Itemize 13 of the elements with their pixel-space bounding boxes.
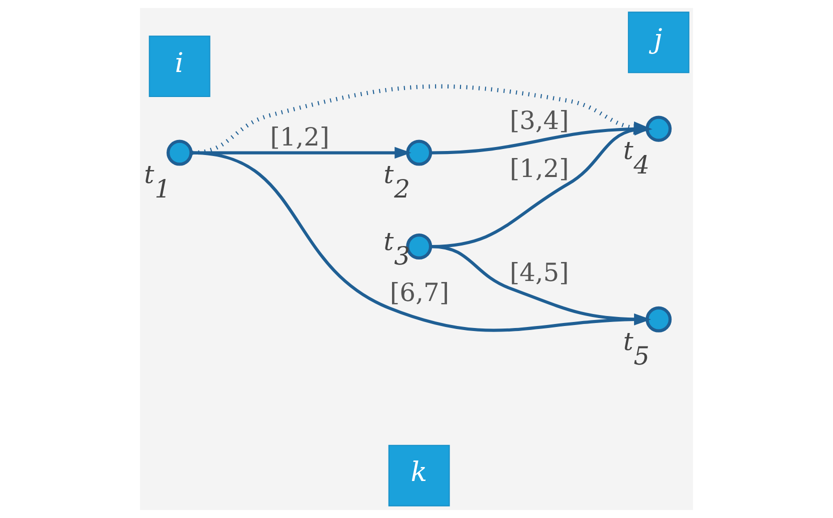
node-circle: [166, 140, 193, 166]
edge-label: [6,7]: [390, 278, 450, 307]
node-circle: [406, 140, 432, 166]
arrow: [192, 146, 412, 159]
node-box: k: [388, 444, 450, 506]
edge-label: [4,5]: [510, 258, 569, 288]
edge-label: [3,4]: [510, 106, 569, 136]
node-circle: [646, 306, 672, 332]
node-circle: [646, 116, 672, 142]
edge-label: [1,2]: [510, 154, 569, 183]
edge-label: [1,2]: [270, 122, 330, 152]
node-box: i: [148, 36, 210, 98]
node-box: j: [628, 12, 690, 74]
